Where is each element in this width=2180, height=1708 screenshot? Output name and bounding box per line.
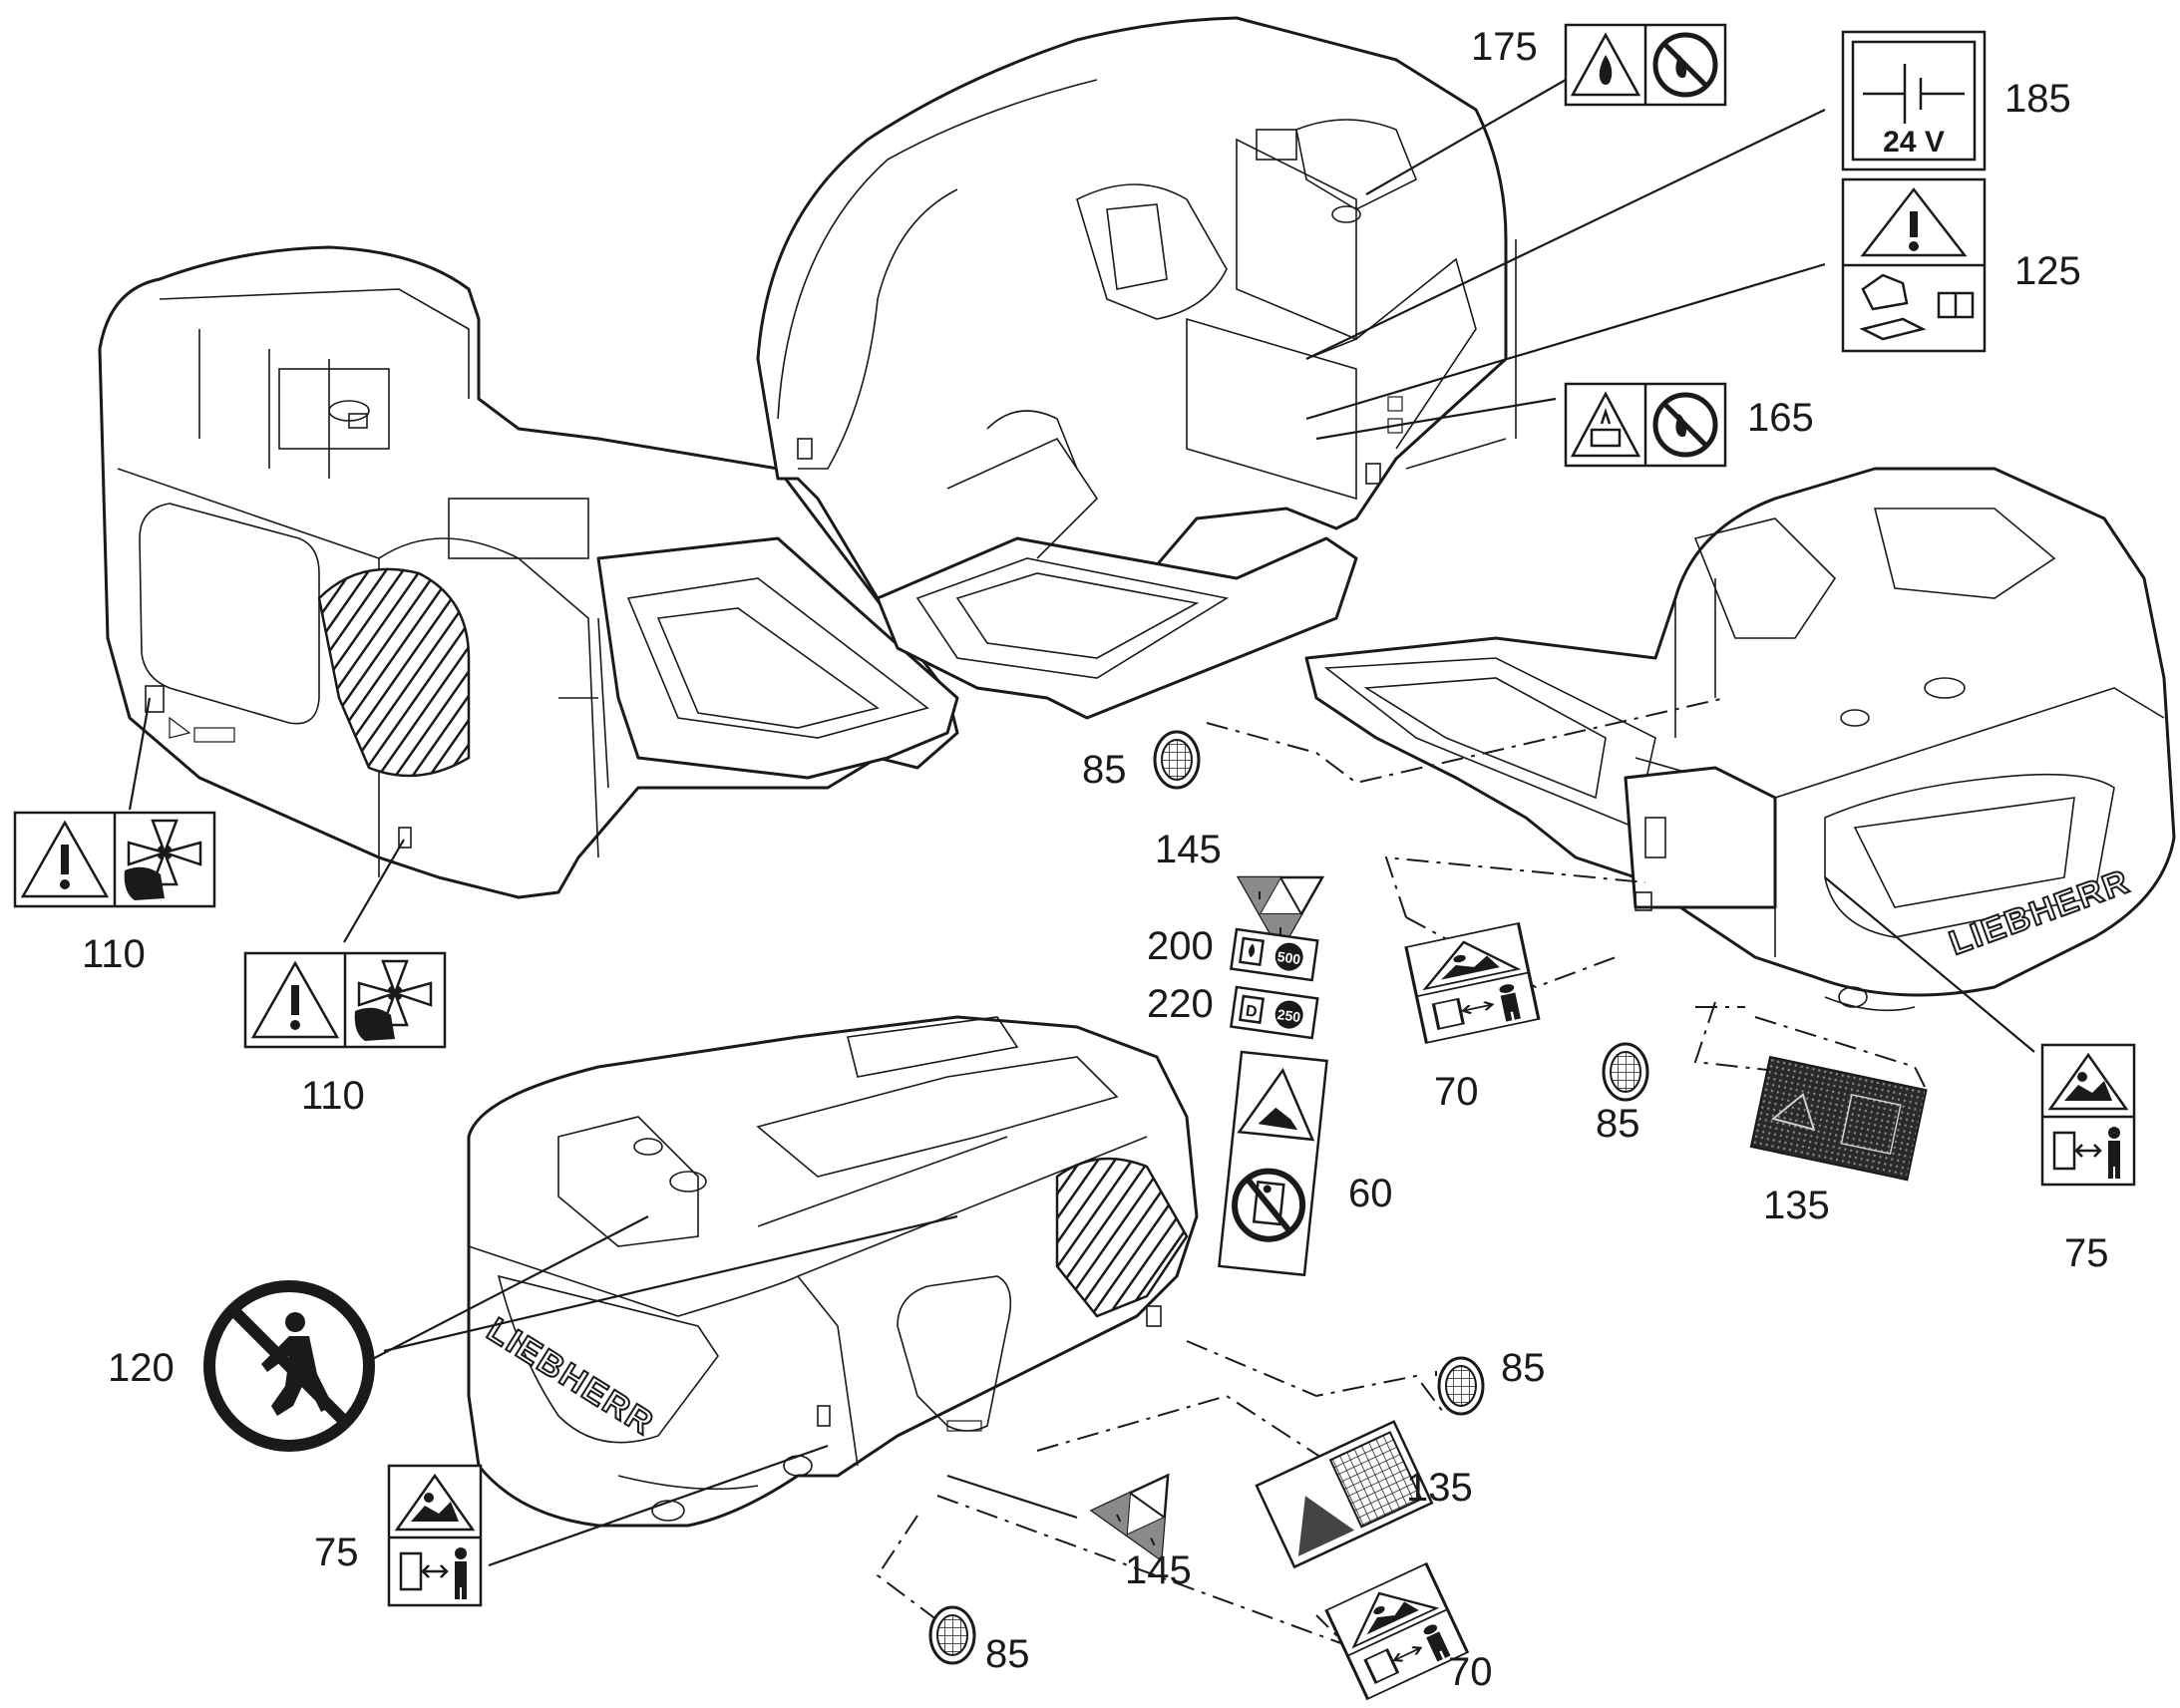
decal-220-value: 250 — [1276, 1006, 1302, 1025]
decal-165-battery-no-flame — [1564, 382, 1727, 468]
callout-85-b: 85 — [1596, 1102, 1640, 1146]
callout-185: 185 — [2004, 77, 2071, 121]
callout-200: 200 — [1147, 924, 1214, 968]
decal-110-fan-hazard-b — [243, 951, 447, 1049]
callout-70-a: 70 — [1434, 1070, 1479, 1114]
decal-200-value: 500 — [1276, 948, 1302, 967]
callout-85-c: 85 — [1501, 1346, 1546, 1390]
decal-70-crush-b — [1324, 1561, 1469, 1701]
decal-135-strip-b — [1255, 1420, 1434, 1569]
callout-75-b: 75 — [314, 1531, 359, 1574]
decal-60-no-climbing — [1218, 1050, 1328, 1277]
voltage-text: 24 V — [1883, 126, 1945, 159]
decal-110-fan-hazard-a — [13, 811, 216, 908]
decal-175-fire-no-flame — [1564, 23, 1727, 107]
callout-165: 165 — [1747, 396, 1814, 440]
machine-view-center — [756, 16, 1517, 720]
plug-85-a — [1153, 730, 1201, 790]
callout-60: 60 — [1348, 1172, 1393, 1215]
callout-175: 175 — [1471, 25, 1538, 69]
callout-125: 125 — [2014, 249, 2081, 293]
decal-185-24v: 24 V — [1841, 30, 1987, 171]
callout-145-a: 145 — [1155, 828, 1222, 871]
leader-lines — [128, 79, 2035, 1646]
callout-85-a: 85 — [1082, 748, 1127, 792]
callout-85-d: 85 — [985, 1632, 1030, 1676]
svg-text:D: D — [1245, 1003, 1259, 1021]
decal-135-strip-a — [1749, 1055, 1928, 1182]
callout-145-b: 145 — [1125, 1548, 1192, 1592]
callout-70-b: 70 — [1448, 1650, 1493, 1694]
decal-75-crush-b — [387, 1464, 483, 1607]
callout-135-a: 135 — [1763, 1184, 1830, 1227]
callout-120: 120 — [108, 1346, 175, 1390]
decal-200-oil: 500 — [1230, 927, 1319, 982]
callout-110-b: 110 — [301, 1074, 365, 1118]
machine-view-bottom: LIEBHERR — [467, 1015, 1199, 1528]
decal-75-crush-a — [2040, 1043, 2136, 1187]
callout-220: 220 — [1147, 982, 1214, 1026]
callout-75-a: 75 — [2064, 1231, 2109, 1275]
decal-125-read-manual — [1841, 177, 1987, 353]
decal-70-crush-a — [1404, 921, 1541, 1045]
callout-labels: 175 185 125 165 110 110 85 145 200 220 6… — [82, 25, 2109, 1694]
machine-view-left — [98, 245, 959, 899]
plug-85-d — [928, 1605, 976, 1665]
plug-85-b — [1602, 1042, 1649, 1102]
plug-85-c — [1437, 1356, 1485, 1416]
callout-135-b: 135 — [1406, 1466, 1473, 1510]
decal-220-diesel: D 250 — [1230, 985, 1319, 1040]
decal-120-no-pedestrian — [203, 1280, 375, 1452]
callout-110-a: 110 — [82, 932, 146, 976]
machine-view-right: LIEBHERR — [1304, 467, 2176, 1012]
